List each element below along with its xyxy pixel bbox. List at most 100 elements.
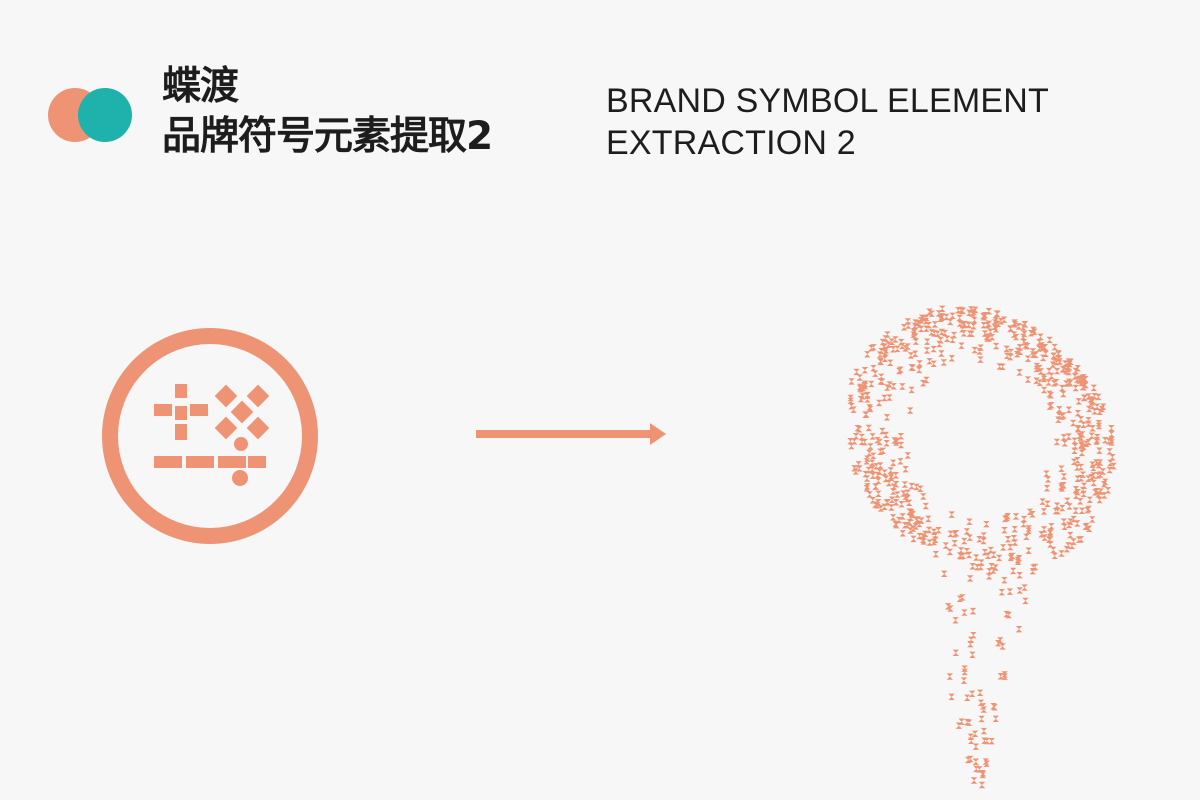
pattern-mark (875, 477, 882, 485)
pattern-mark (915, 366, 923, 374)
pattern-mark (884, 499, 892, 506)
pattern-mark (883, 439, 890, 447)
pattern-mark (1109, 454, 1116, 461)
pattern-mark (877, 357, 884, 365)
pattern-mark (1024, 355, 1032, 362)
pattern-mark (886, 394, 893, 401)
pattern-mark (1022, 342, 1029, 349)
pattern-mark (887, 467, 894, 474)
pattern-mark (1010, 535, 1018, 542)
pattern-mark (1093, 436, 1101, 444)
pattern-mark (887, 359, 894, 367)
pattern-mark (996, 363, 1003, 370)
pattern-mark (1020, 515, 1028, 523)
pattern-mark (1016, 369, 1023, 376)
pattern-mark (892, 336, 899, 343)
brand-mark (48, 88, 134, 148)
pattern-mark (923, 314, 930, 322)
brand-name: 蝶渡 (162, 64, 239, 109)
pattern-mark (856, 374, 863, 381)
pattern-mark (966, 518, 973, 525)
pattern-mark (980, 532, 987, 539)
pattern-mark (1046, 530, 1054, 537)
pattern-mark (1020, 520, 1027, 528)
pattern-mark (1055, 355, 1063, 362)
pattern-mark (964, 694, 971, 701)
pattern-mark (906, 407, 914, 414)
pattern-mark (956, 314, 963, 322)
pattern-mark (946, 548, 954, 556)
pattern-mark (1067, 518, 1074, 525)
pattern-mark (1052, 378, 1060, 386)
pattern-mark (951, 531, 958, 538)
pattern-mark (995, 554, 1003, 562)
pattern-mark (969, 607, 977, 615)
pattern-mark (908, 482, 915, 490)
pattern-mark (852, 468, 859, 475)
pattern-mark (982, 758, 990, 765)
pattern-mark (864, 455, 871, 462)
pattern-mark (937, 337, 944, 344)
pattern-mark (1101, 492, 1108, 499)
pattern-mark (1110, 462, 1117, 470)
pattern-mark (908, 364, 915, 371)
pattern-mark (968, 690, 976, 698)
pattern-mark (1009, 552, 1016, 560)
pattern-mark (978, 781, 986, 789)
pattern-mark (893, 521, 900, 529)
pattern-mark (1060, 473, 1068, 480)
pattern-mark (1095, 420, 1103, 427)
pattern-mark (902, 466, 909, 473)
pattern-mark (877, 505, 885, 512)
pattern-mark (1016, 572, 1023, 579)
page-title-en: BRAND SYMBOL ELEMENT EXTRACTION 2 (606, 80, 1049, 164)
pattern-mark (1091, 408, 1098, 415)
pattern-mark (974, 564, 981, 571)
pattern-mark (912, 350, 919, 357)
pattern-mark (900, 324, 908, 331)
pattern-mark (1108, 425, 1115, 432)
pattern-mark (940, 570, 948, 578)
pattern-mark (1087, 396, 1094, 403)
pattern-mark (869, 452, 877, 460)
pattern-mark (853, 368, 860, 376)
pattern-mark (1012, 513, 1020, 520)
pattern-mark (1022, 597, 1029, 605)
pattern-mark (960, 537, 968, 545)
pattern-mark (1107, 459, 1114, 467)
pattern-mark (868, 459, 876, 466)
pattern-mark (883, 414, 891, 421)
pattern-mark (1067, 531, 1074, 539)
pattern-mark (990, 551, 997, 558)
pattern-mark (1011, 321, 1019, 328)
pattern-mark (863, 485, 870, 492)
pattern-mark (1036, 379, 1043, 386)
pattern-mark (1007, 348, 1015, 356)
pattern-mark (1044, 500, 1051, 508)
pattern-mark (1074, 475, 1081, 482)
pattern-mark (992, 715, 999, 723)
pattern-mark (1043, 485, 1051, 492)
pattern-mark (1021, 330, 1028, 338)
pattern-mark (909, 525, 917, 532)
pattern-mark (1043, 470, 1050, 477)
pattern-mark (971, 730, 979, 737)
pattern-mark (999, 544, 1007, 551)
pattern-mark (1078, 507, 1086, 515)
pattern-mark (1023, 533, 1030, 541)
pattern-mark (1105, 438, 1113, 445)
pattern-mark (919, 533, 927, 540)
pattern-mark (1004, 536, 1012, 543)
pattern-mark (891, 437, 898, 444)
pattern-mark (963, 528, 971, 535)
pattern-mark (992, 342, 1000, 350)
pattern-mark (869, 433, 876, 440)
pattern-mark (938, 350, 945, 357)
pattern-mark (864, 351, 871, 358)
pattern-mark (870, 364, 877, 372)
pattern-mark (970, 777, 978, 784)
pattern-mark (1089, 461, 1096, 468)
pattern-mark (897, 458, 904, 465)
pattern-mark (923, 347, 931, 354)
pattern-mark (1108, 430, 1115, 438)
